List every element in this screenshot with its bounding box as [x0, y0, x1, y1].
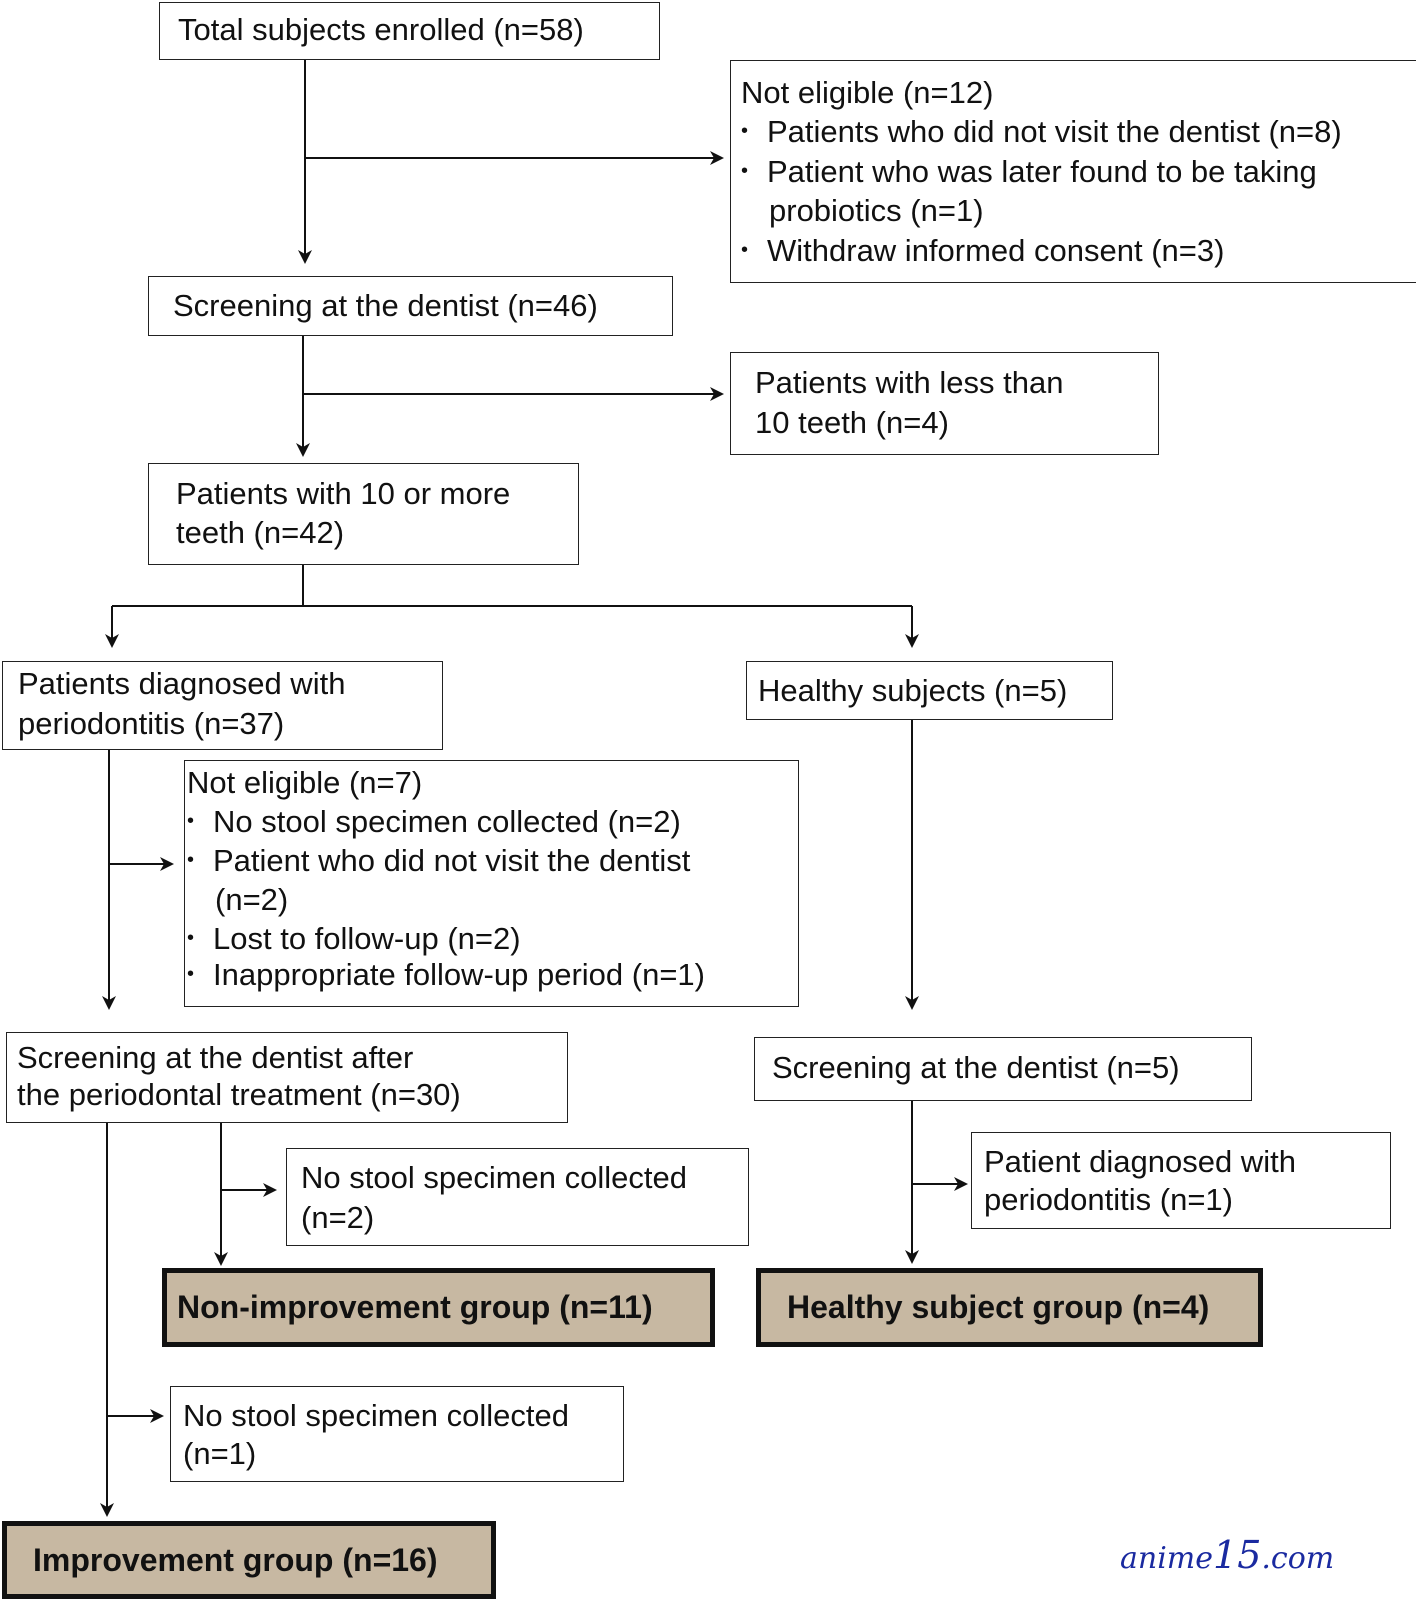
improvement-group-box: Improvement group (n=16) [2, 1521, 496, 1599]
bullet-icon: • [187, 927, 195, 949]
no-stool-1-box: No stool specimen collected (n=1) [170, 1386, 624, 1482]
ten-or-more-line: Patients with 10 or more [176, 476, 511, 511]
not-eligible-12-box: Not eligible (n=12) •Patients who did no… [730, 60, 1416, 283]
bullet-icon: • [741, 160, 749, 182]
bullet-icon: • [187, 849, 195, 871]
enrolled-box: Total subjects enrolled (n=58) [159, 2, 660, 60]
diagnosed-perio-line: Patient diagnosed with [984, 1144, 1296, 1179]
not-eligible-12-item: •Withdraw informed consent (n=3) [741, 233, 1225, 268]
screening-46-box: Screening at the dentist (n=46) [148, 276, 673, 336]
no-stool-2-line: No stool specimen collected [301, 1160, 687, 1195]
not-eligible-7-item: •Patient who did not visit the dentist [187, 843, 691, 878]
not-eligible-7-item: •Lost to follow-up (n=2) [187, 921, 521, 956]
enrolled-label: Total subjects enrolled (n=58) [178, 12, 584, 47]
improvement-group-label: Improvement group (n=16) [33, 1541, 438, 1578]
screening-after-line: Screening at the dentist after [17, 1040, 414, 1075]
not-eligible-12-item: •Patients who did not visit the dentist … [741, 114, 1342, 149]
not-eligible-7-title: Not eligible (n=7) [187, 765, 423, 800]
no-stool-2-line: (n=2) [301, 1200, 375, 1235]
screening-46-label: Screening at the dentist (n=46) [173, 288, 598, 323]
screening-healthy-label: Screening at the dentist (n=5) [772, 1050, 1180, 1085]
periodontitis-line: periodontitis (n=37) [18, 706, 285, 741]
ten-or-more-line: teeth (n=42) [176, 515, 345, 550]
not-eligible-12-item: •Patient who was later found to be takin… [741, 154, 1317, 189]
non-improvement-group-box: Non-improvement group (n=11) [162, 1268, 715, 1347]
bullet-icon: • [741, 120, 749, 142]
diagnosed-perio-line: periodontitis (n=1) [984, 1182, 1233, 1217]
healthy-group-box: Healthy subject group (n=4) [756, 1268, 1263, 1347]
screening-after-line: the periodontal treatment (n=30) [17, 1077, 461, 1112]
screening-healthy-box: Screening at the dentist (n=5) [754, 1037, 1252, 1101]
no-stool-1-line: (n=1) [183, 1436, 257, 1471]
periodontitis-line: Patients diagnosed with [18, 666, 346, 701]
periodontitis-box: Patients diagnosed with periodontitis (n… [2, 661, 443, 750]
less-than-10-box: Patients with less than 10 teeth (n=4) [730, 352, 1159, 455]
non-improvement-group-label: Non-improvement group (n=11) [177, 1289, 653, 1325]
less-than-10-line: 10 teeth (n=4) [755, 405, 949, 440]
less-than-10-line: Patients with less than [755, 365, 1064, 400]
no-stool-2-box: No stool specimen collected (n=2) [286, 1148, 749, 1246]
bullet-icon: • [741, 239, 749, 261]
bullet-icon: • [187, 810, 195, 832]
screening-after-box: Screening at the dentist after the perio… [6, 1032, 568, 1123]
not-eligible-12-item-cont: probiotics (n=1) [769, 193, 984, 228]
bullet-icon: • [187, 963, 195, 985]
healthy-subjects-box: Healthy subjects (n=5) [746, 661, 1113, 720]
diagnosed-perio-box: Patient diagnosed with periodontitis (n=… [971, 1132, 1391, 1229]
not-eligible-7-item: •No stool specimen collected (n=2) [187, 804, 681, 839]
watermark: anime15.com [1120, 1533, 1335, 1577]
not-eligible-7-item-cont: (n=2) [215, 882, 289, 917]
healthy-group-label: Healthy subject group (n=4) [787, 1289, 1210, 1325]
healthy-subjects-label: Healthy subjects (n=5) [758, 673, 1068, 708]
not-eligible-12-title: Not eligible (n=12) [741, 75, 994, 110]
not-eligible-7-item: •Inappropriate follow-up period (n=1) [187, 957, 705, 992]
no-stool-1-line: No stool specimen collected [183, 1398, 569, 1433]
ten-or-more-box: Patients with 10 or more teeth (n=42) [148, 463, 579, 565]
not-eligible-7-box: Not eligible (n=7) •No stool specimen co… [184, 760, 799, 1007]
